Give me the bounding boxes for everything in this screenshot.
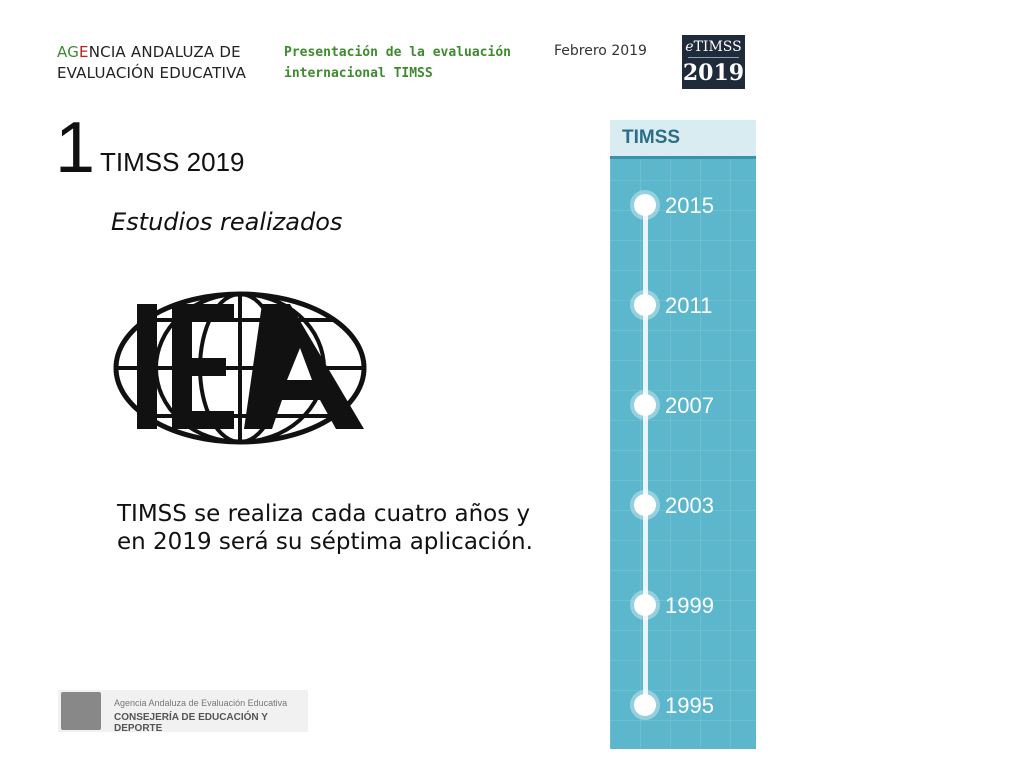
section-title: TIMSS 2019 — [100, 147, 245, 177]
junta-footer-logo: Agencia Andaluza de Evaluación Educativa… — [58, 690, 308, 734]
agency-letters-a: AG — [57, 43, 80, 61]
footer-line-1: Agencia Andaluza de Evaluación Educativa — [114, 698, 288, 708]
body-line-2: en 2019 será su séptima aplicación. — [117, 529, 533, 555]
iea-logo — [112, 290, 368, 454]
badge-year: 2019 — [682, 60, 745, 86]
presentation-line-1: Presentación de la evaluación — [284, 45, 511, 60]
section-number: 1 — [55, 108, 96, 188]
timeline-header — [610, 120, 756, 156]
agency-line-1-rest: NCIA ANDALUZA DE — [88, 43, 241, 61]
timeline-year: 2007 — [665, 393, 714, 418]
presentation-date: Febrero 2019 — [554, 43, 647, 59]
timeline-year: 2015 — [665, 193, 714, 218]
badge-prefix: e — [685, 39, 694, 55]
section-subtitle: Estudios realizados — [111, 208, 343, 236]
timeline-dot — [634, 194, 656, 216]
agency-line-1: AGENCIA ANDALUZA DE — [57, 42, 246, 63]
timss-timeline: TIMSS 2015 2011 2007 2003 1999 1995 — [610, 120, 756, 749]
timeline-year: 2003 — [665, 493, 714, 518]
body-line-1: TIMSS se realiza cada cuatro años y — [117, 501, 531, 527]
timeline-year: 1999 — [665, 593, 714, 618]
presentation-line-2: internacional TIMSS — [284, 66, 433, 81]
body-text: TIMSS se realiza cada cuatro años y en 2… — [117, 500, 547, 556]
junta-shield-icon — [61, 692, 101, 730]
timeline-year: 2011 — [665, 293, 713, 318]
agency-line-2: EVALUACIÓN EDUCATIVA — [57, 64, 247, 82]
badge-rule — [688, 57, 739, 58]
timeline-dot — [634, 494, 656, 516]
timeline-year: 1995 — [665, 693, 714, 718]
timeline-label: TIMSS — [622, 127, 681, 148]
badge-top: eTIMSS — [682, 35, 745, 55]
badge-label: TIMSS — [693, 39, 742, 55]
timeline-dot — [634, 694, 656, 716]
iea-logo-graphic — [113, 291, 367, 445]
agency-letter-e: E — [79, 43, 89, 61]
timeline-dot — [634, 594, 656, 616]
etimss-2019-badge: eTIMSS 2019 — [682, 35, 745, 89]
timeline-dot — [634, 294, 656, 316]
footer-line-2: CONSEJERÍA DE EDUCACIÓN Y DEPORTE — [114, 712, 268, 734]
timeline-dot — [634, 394, 656, 416]
agency-name: AGENCIA ANDALUZA DE EVALUACIÓN EDUCATIVA — [57, 42, 246, 84]
timeline-header-rule — [610, 156, 756, 159]
presentation-title: Presentación de la evaluación internacio… — [284, 42, 511, 84]
timeline-track — [643, 204, 648, 708]
